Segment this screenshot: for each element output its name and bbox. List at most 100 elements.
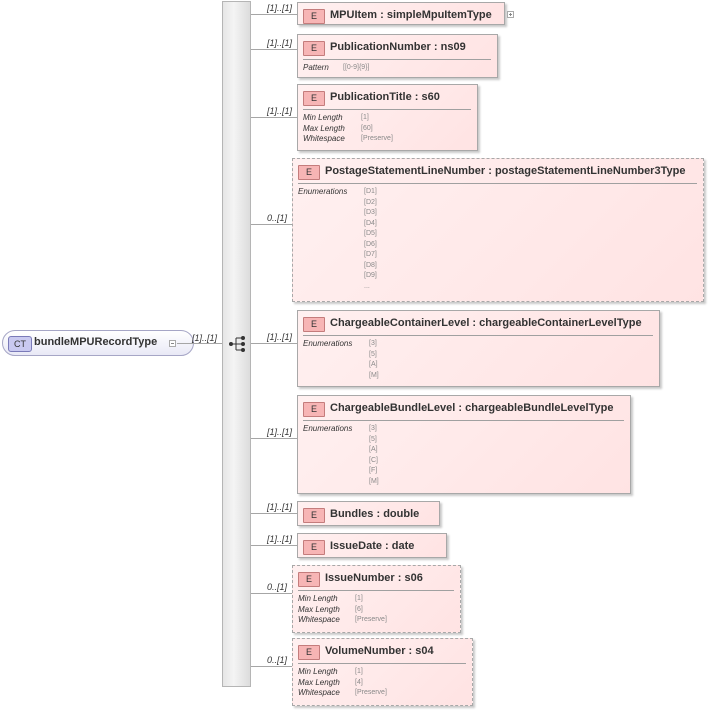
element-badge: E: [303, 540, 325, 555]
type-separator: :: [394, 572, 405, 584]
facet-value: [D4]: [364, 219, 377, 227]
element-name: IssueDate: [330, 540, 382, 552]
connector-line: [177, 343, 222, 344]
element-multiplicity: [1]..[1]: [267, 106, 293, 116]
facet-value: [A]: [369, 446, 378, 453]
element-connector: [251, 513, 297, 514]
facet-label: Enumerations: [298, 187, 348, 196]
facet-label: Min Length: [298, 667, 338, 676]
element-title: MPUItem : simpleMpuItemType: [330, 9, 492, 21]
element-badge: E: [303, 41, 325, 56]
facet-value: [C]: [369, 456, 378, 464]
element-type: ns09: [440, 41, 466, 53]
element-multiplicity: [1]..[1]: [267, 502, 293, 512]
type-separator: :: [485, 165, 495, 177]
element-name: MPUItem: [330, 9, 378, 21]
facet-separator: [303, 335, 653, 336]
facet-value: [4]: [355, 678, 363, 686]
main-multiplicity: [1]..[1]: [192, 333, 218, 343]
element-name: Bundles: [330, 508, 374, 520]
element-connector: [251, 343, 297, 344]
complex-type-name: bundleMPURecordType: [34, 336, 158, 348]
element-name: PublicationNumber: [330, 41, 431, 53]
facet-value: [D1]: [364, 188, 377, 195]
element-type: s60: [421, 91, 440, 103]
element-multiplicity: 0..[1]: [267, 655, 288, 665]
element-type: date: [391, 540, 415, 552]
facet-label: Whitespace: [303, 134, 345, 143]
element-connector: [251, 666, 292, 667]
type-separator: :: [455, 402, 466, 414]
facet-label: Enumerations: [303, 339, 353, 348]
facet-value: [M]: [369, 371, 379, 379]
sequence-compositor-icon: [229, 336, 245, 352]
facet-value: [3]: [369, 340, 377, 347]
facet-label: Max Length: [298, 677, 340, 687]
element-node[interactable]: E MPUItem : simpleMpuItemType: [297, 2, 505, 25]
element-badge: E: [298, 572, 320, 587]
element-type: s06: [404, 572, 423, 584]
element-name: PublicationTitle: [330, 91, 412, 103]
element-badge: E: [303, 9, 325, 24]
element-connector: [251, 49, 297, 50]
type-separator: :: [405, 645, 416, 657]
type-separator: :: [469, 317, 480, 329]
element-multiplicity: 0..[1]: [267, 213, 288, 223]
element-multiplicity: [1]..[1]: [267, 332, 293, 342]
collapse-toggle-icon[interactable]: [169, 340, 176, 347]
element-type: chargeableBundleLevelType: [465, 402, 614, 414]
element-badge: E: [298, 645, 320, 660]
type-separator: :: [411, 91, 422, 103]
facet-separator: [298, 590, 454, 591]
facet-value: [D9]: [364, 272, 377, 279]
element-title: PostageStatementLineNumber : postageStat…: [325, 165, 685, 177]
facet-value: [D8]: [364, 261, 377, 269]
facet-value: [A]: [369, 361, 378, 368]
facet-value: [D5]: [364, 230, 377, 237]
facet-label: Pattern: [303, 63, 329, 72]
element-title: IssueDate : date: [330, 540, 414, 552]
element-connector: [251, 545, 297, 546]
element-type: chargeableContainerLevelType: [479, 317, 642, 329]
facet-value: [3]: [369, 425, 377, 432]
element-type: postageStatementLineNumber3Type: [494, 165, 686, 177]
facet-value: [1]: [355, 668, 363, 675]
element-name: ChargeableBundleLevel: [330, 402, 456, 414]
type-separator: :: [373, 508, 384, 520]
element-connector: [251, 14, 297, 15]
facet-value: [5]: [369, 350, 377, 358]
facet-value: [M]: [369, 477, 379, 485]
complex-type-node[interactable]: CT bundleMPURecordType: [2, 330, 194, 356]
element-title: Bundles : double: [330, 508, 419, 520]
facet-value: [D7]: [364, 251, 377, 258]
facet-separator: [303, 420, 624, 421]
facet-label: Whitespace: [298, 688, 340, 697]
facet-label: Whitespace: [298, 615, 340, 624]
facet-value: [F]: [369, 467, 378, 474]
element-type: double: [383, 508, 420, 520]
element-badge: E: [303, 317, 325, 332]
element-multiplicity: [1]..[1]: [267, 3, 293, 13]
facet-value: [60]: [361, 124, 373, 132]
element-node[interactable]: E Bundles : double: [297, 501, 440, 526]
element-node[interactable]: E IssueDate : date: [297, 533, 447, 558]
element-type: simpleMpuItemType: [386, 9, 492, 21]
element-connector: [251, 117, 297, 118]
facet-value: [6]: [355, 605, 363, 613]
facet-value: [1]: [361, 114, 369, 121]
expand-toggle-icon[interactable]: [507, 11, 514, 18]
facet-value: [D6]: [364, 240, 377, 248]
facet-value: [D3]: [364, 209, 377, 216]
element-name: PostageStatementLineNumber: [325, 165, 486, 177]
element-badge: E: [303, 508, 325, 523]
facet-value: ...: [364, 282, 370, 290]
facet-label: Min Length: [303, 113, 343, 122]
element-title: PublicationNumber : ns09: [330, 41, 466, 53]
